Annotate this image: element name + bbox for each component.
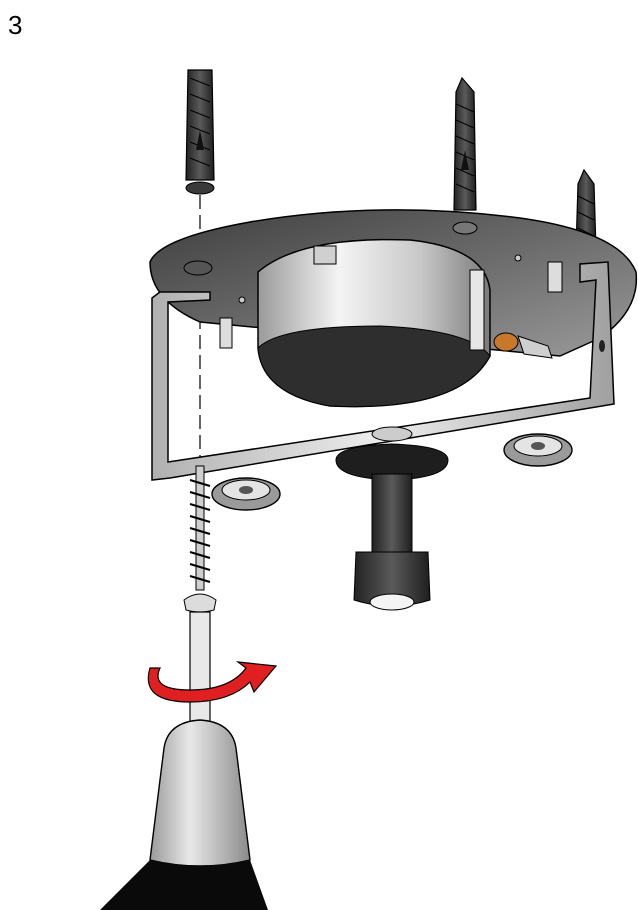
terminal <box>493 332 553 359</box>
foot-right <box>503 433 573 467</box>
screwdriver-shaft <box>189 611 211 729</box>
screw <box>183 465 217 613</box>
wall-plug-left <box>185 69 215 195</box>
center-housing <box>257 238 491 408</box>
step-number: 3 <box>8 10 23 40</box>
screwdriver <box>100 719 268 910</box>
rotation-arrow-icon <box>147 661 278 703</box>
foot-left <box>211 477 281 511</box>
wall-plug-middle <box>453 76 477 211</box>
hanger <box>335 426 449 611</box>
